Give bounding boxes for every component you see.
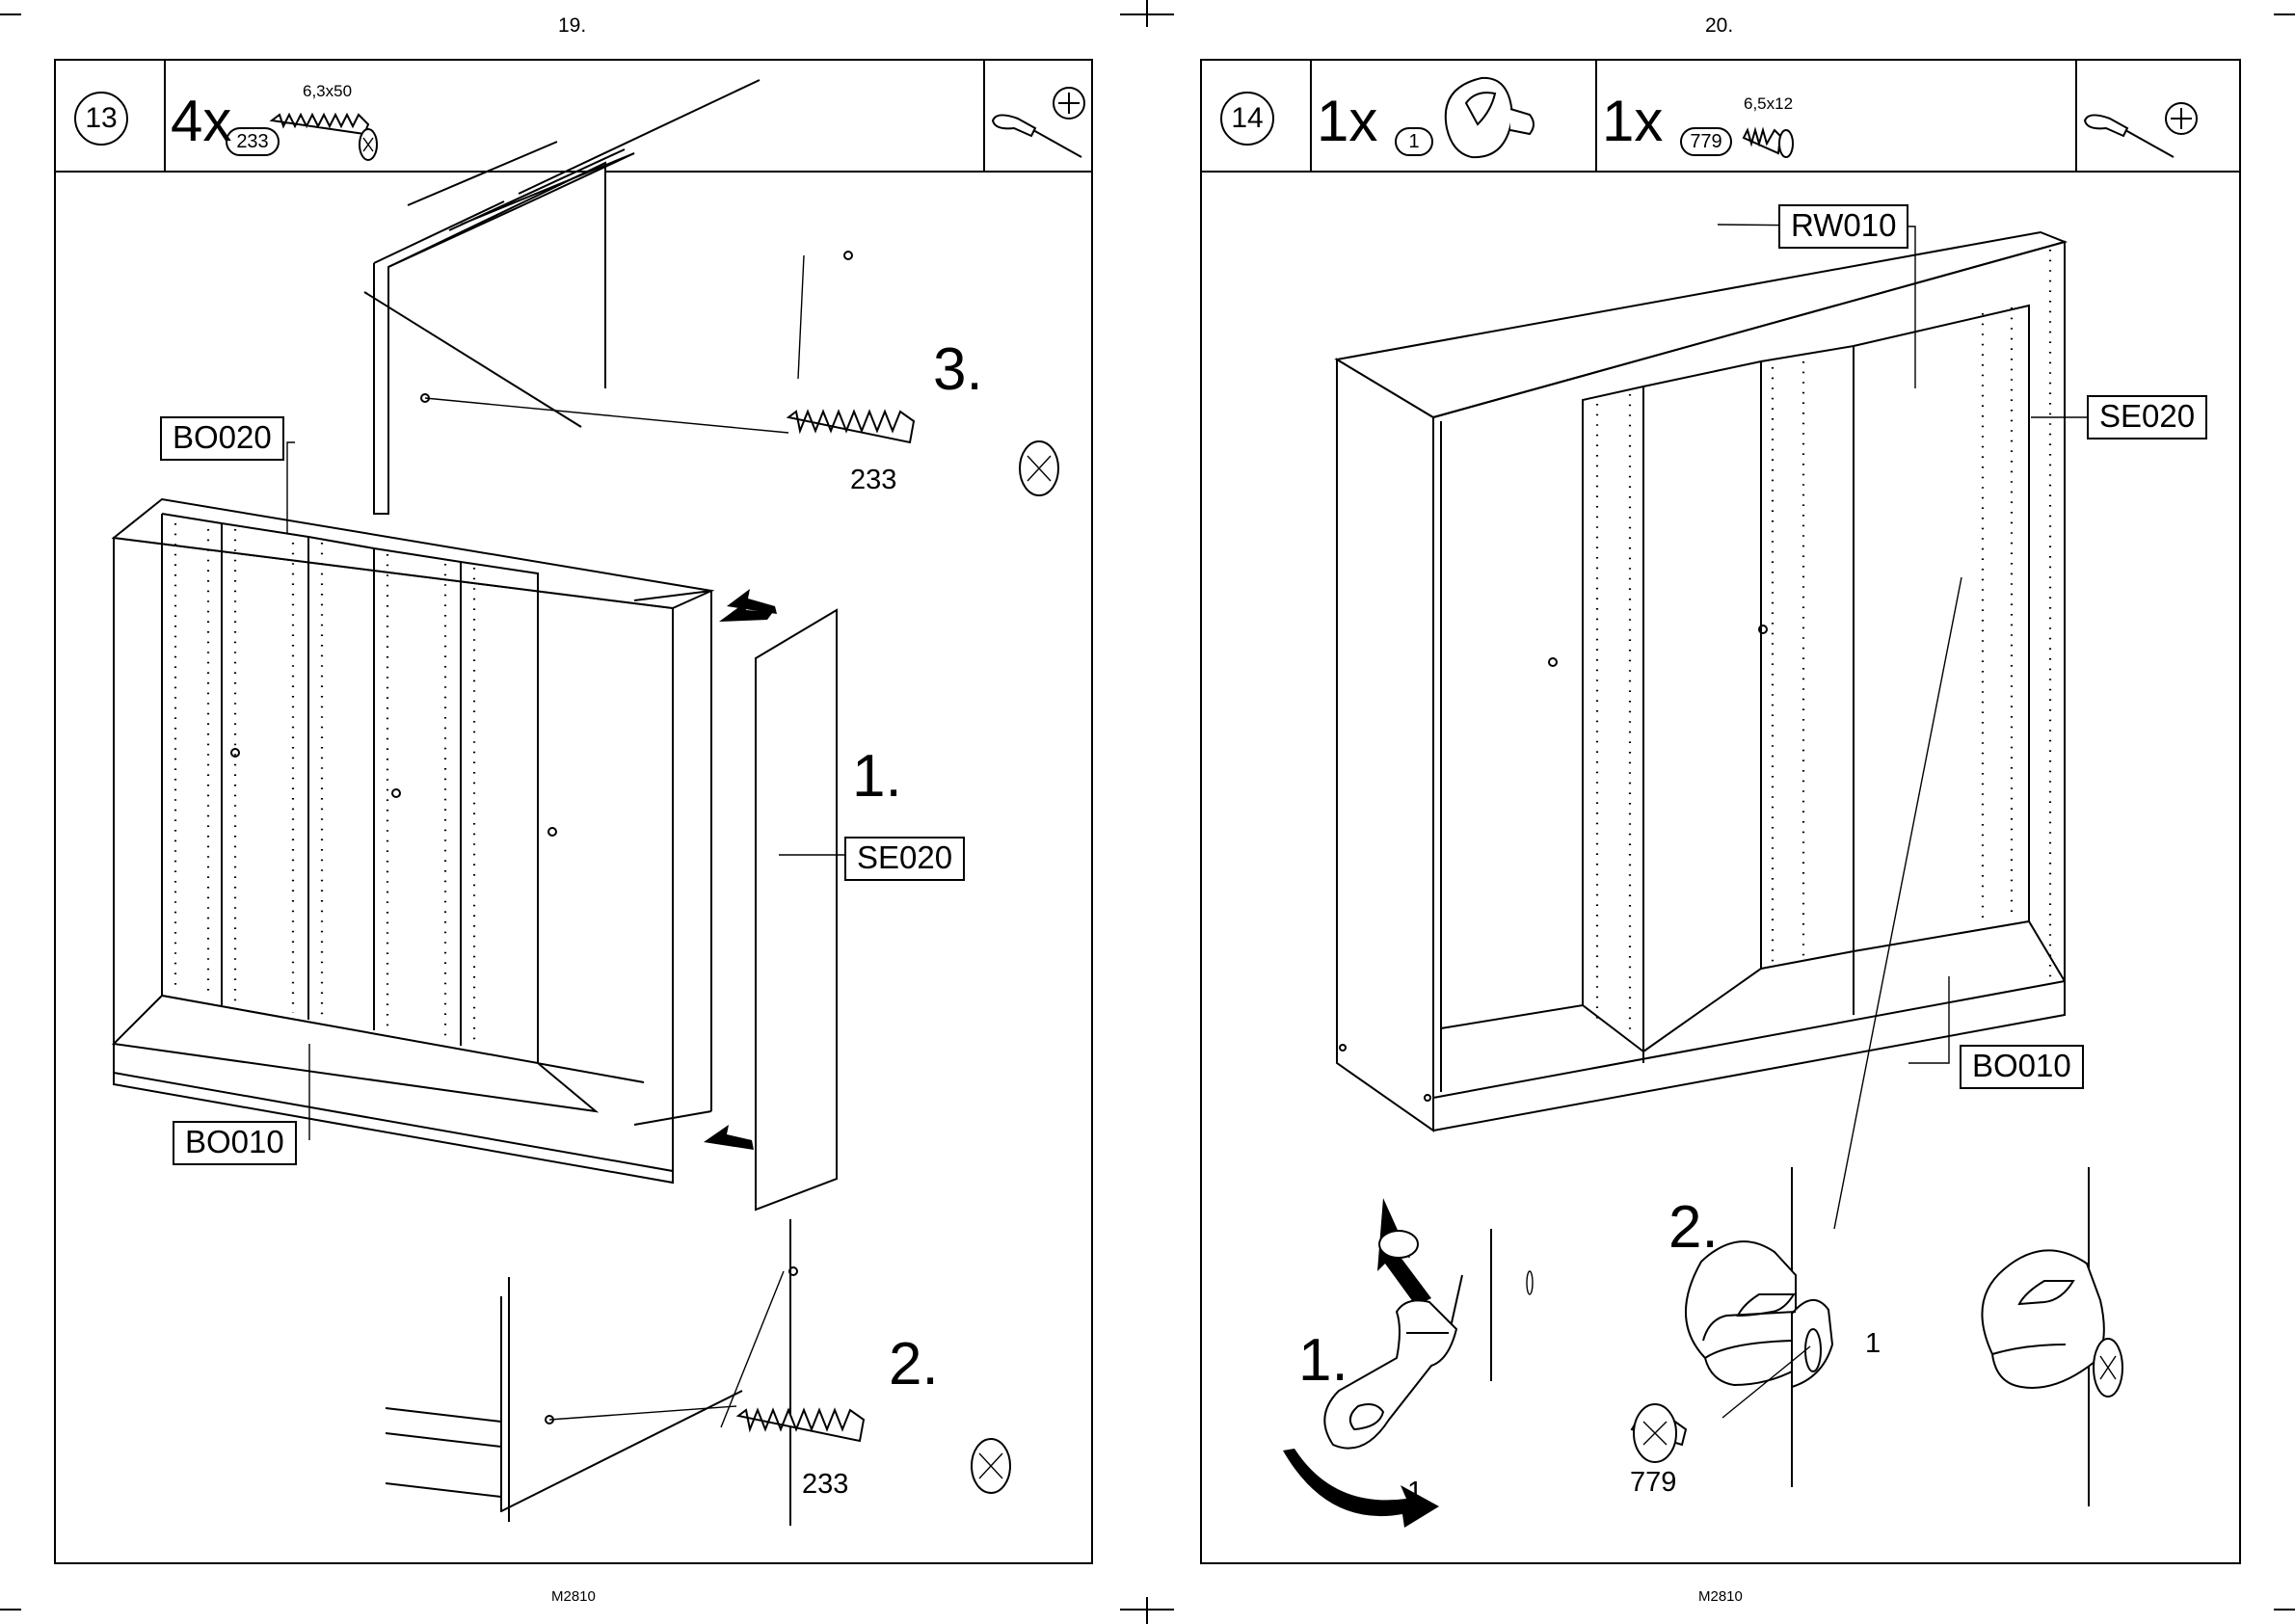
step-14-panel: 14 1x 1 1x 779 6,5x12 [1200, 59, 2241, 1564]
callout-number: 2. [1668, 1198, 1719, 1258]
step-13-panel: 13 4x 233 6,3x50 [54, 59, 1093, 1564]
callout-part-number: 233 [850, 466, 896, 494]
part-label-bo010: BO010 [173, 1121, 297, 1165]
part-label-se020: SE020 [2087, 395, 2207, 439]
callout-part-number: 233 [802, 1470, 848, 1499]
part-label-bo010: BO010 [1960, 1045, 2084, 1089]
crop-mark [2274, 13, 2295, 15]
crop-mark [1120, 1609, 1174, 1611]
callout-part-number: 1 [1407, 1478, 1423, 1506]
callout-part-number: 1 [1865, 1329, 1881, 1358]
crop-mark [2274, 1609, 2295, 1611]
crop-mark [0, 13, 21, 15]
callout-number: 2. [889, 1335, 939, 1395]
assembly-illustration [1202, 61, 2243, 1566]
part-label-se020: SE020 [844, 837, 965, 881]
page-number: 19. [558, 14, 586, 38]
crop-mark [1146, 1597, 1148, 1624]
part-label-bo020: BO020 [160, 416, 284, 461]
callout-number: 3. [933, 340, 983, 400]
assembly-illustration [56, 61, 1095, 1566]
page-footer-code: M2810 [551, 1588, 596, 1605]
page-number: 20. [1705, 14, 1733, 38]
crop-mark [1120, 13, 1174, 15]
callout-number: 1. [1298, 1331, 1348, 1391]
callout-part-number: 779 [1630, 1468, 1676, 1497]
crop-mark [0, 1609, 21, 1611]
callout-number: 1. [852, 747, 902, 807]
part-label-rw010: RW010 [1778, 204, 1908, 249]
page-footer-code: M2810 [1698, 1588, 1743, 1605]
